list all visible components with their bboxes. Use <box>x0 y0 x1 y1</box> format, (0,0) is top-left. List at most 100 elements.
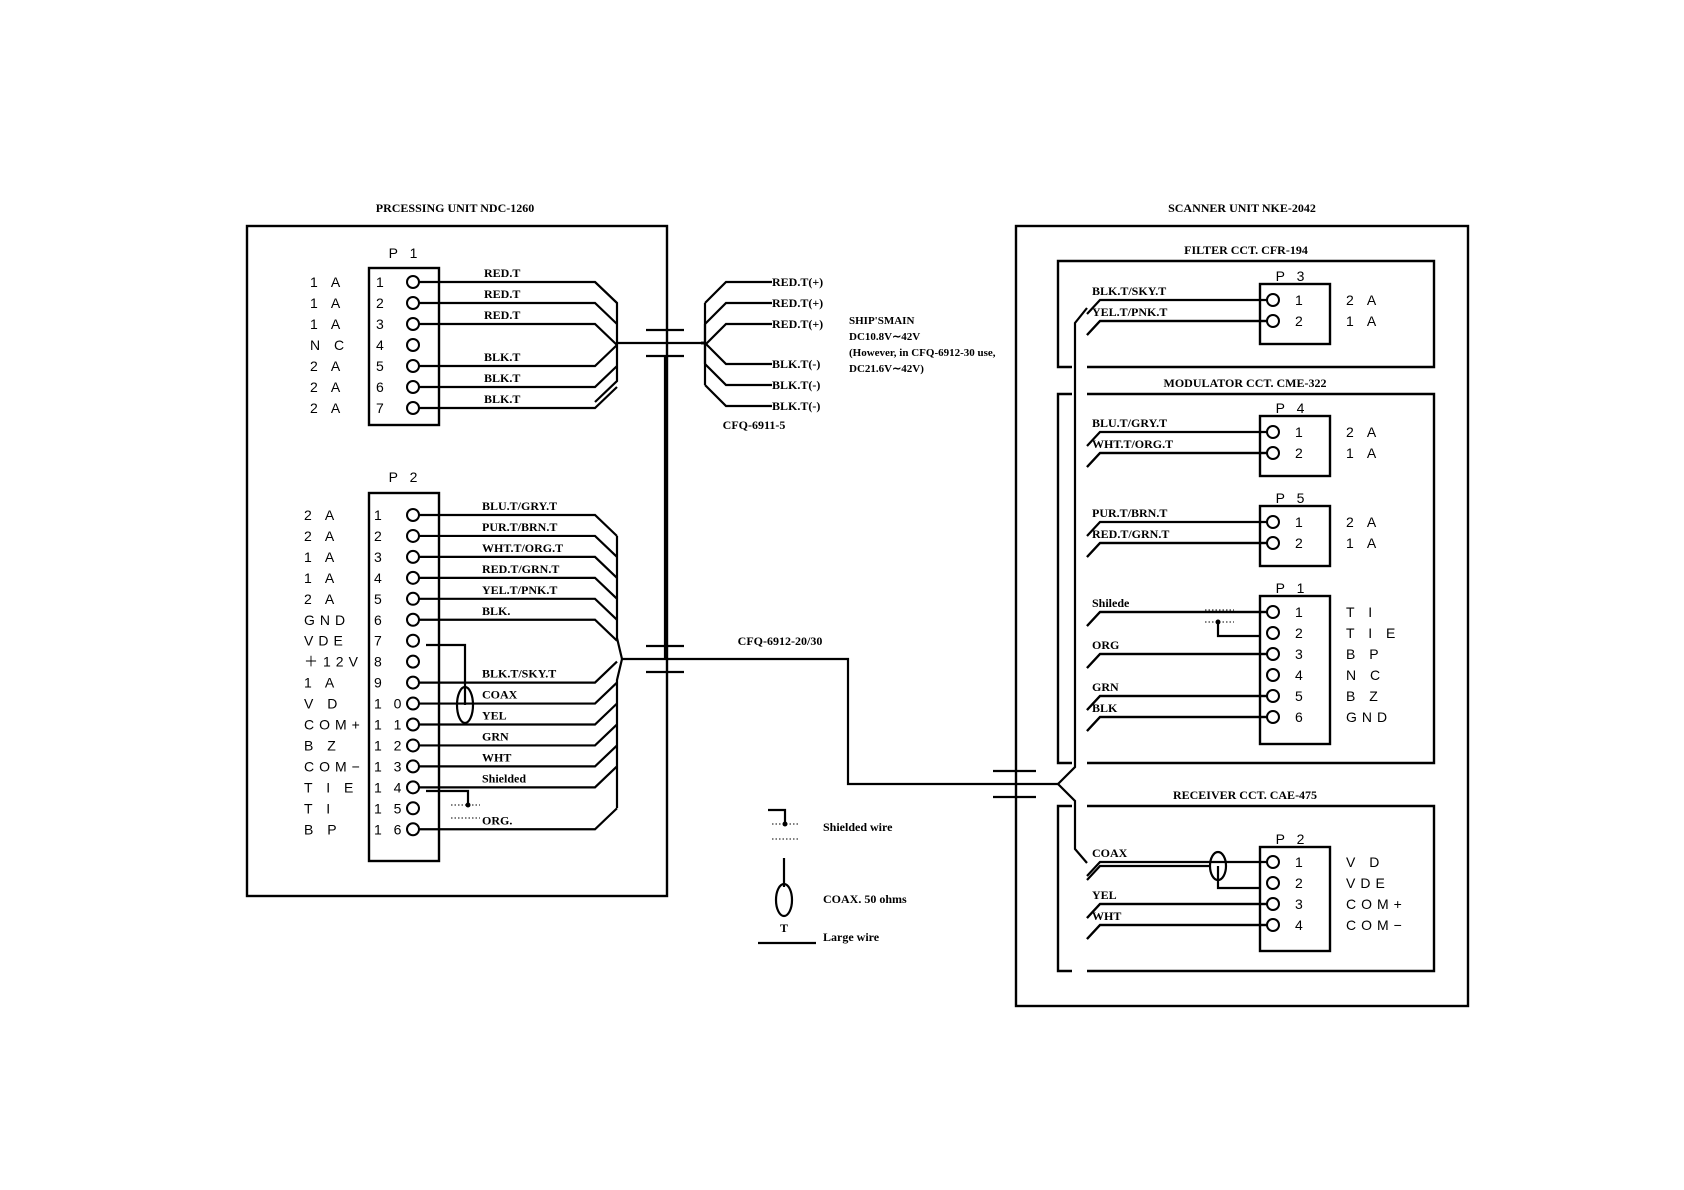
mod-p1-wire <box>1086 652 1267 669</box>
p2-terminal <box>406 654 420 669</box>
mod-p4-signal-label: 2 A <box>1346 424 1381 440</box>
rcv-terminal <box>1266 876 1280 890</box>
rcv-wire-label: YEL <box>1092 888 1117 902</box>
mod-p1-pin-number: 6 <box>1295 709 1307 725</box>
rcv-pin-number: 1 <box>1295 854 1307 870</box>
p2-signal-label: B Z <box>304 737 341 753</box>
p2-pin-number: 1 0 <box>374 696 405 712</box>
rcv-yel-wire <box>1086 902 1267 919</box>
p2-bundle-routing <box>419 513 624 831</box>
p2-pin-number: 1 1 <box>374 717 405 733</box>
p2-signal-label: COM− <box>304 758 365 774</box>
note-line-2: DC10.8V∼42V <box>849 331 920 343</box>
p2-terminal <box>406 801 420 816</box>
p2-wire-label: BLU.T/GRY.T <box>482 499 557 513</box>
power-fanout-wire <box>701 280 772 345</box>
p2-terminal <box>406 508 420 522</box>
mod-p4-label: P 4 <box>1276 400 1309 416</box>
mod-shield-link <box>1216 622 1260 638</box>
p2-signal-label: T I E <box>304 779 358 795</box>
p2-terminal <box>406 759 420 774</box>
mod-p4-wire <box>1086 451 1267 468</box>
power-wire-label: BLK.T(-) <box>772 357 820 371</box>
filter-connector-label: P 3 <box>1276 268 1309 284</box>
mod-p5-pin-number: 2 <box>1295 535 1307 551</box>
filter-wire-label: YEL.T/PNK.T <box>1092 305 1167 319</box>
mod-p5-signal-label: 2 A <box>1346 514 1381 530</box>
p2-wire <box>419 597 618 621</box>
mod-p1-wire <box>1086 610 1267 627</box>
p2-terminal <box>406 528 420 543</box>
p2-terminal <box>406 612 420 627</box>
scanner-trunk-low <box>1057 783 1088 864</box>
receiver-title: RECEIVER CCT. CAE-475 <box>1173 788 1317 802</box>
rcv-wire-label: WHT <box>1092 909 1121 923</box>
shield-link-wire <box>426 789 470 805</box>
mod-p5-terminal <box>1266 515 1280 529</box>
mod-p1-signal-label: GND <box>1346 709 1392 725</box>
legend-large-wire: Large wire <box>823 930 880 944</box>
p2-wire <box>419 660 618 684</box>
mod-p5-signal-label: 1 A <box>1346 535 1381 551</box>
p2-pin-number: 7 <box>374 633 386 649</box>
legend-coax: COAX. 50 ohms <box>823 892 907 906</box>
filter-title: FILTER CCT. CFR-194 <box>1184 243 1308 257</box>
mod-p5-wire <box>1086 520 1267 537</box>
p2-bundle-spine <box>615 536 624 808</box>
p2-terminal <box>406 738 420 753</box>
rcv-wire <box>1086 923 1267 940</box>
mod-p1-signal-label: B Z <box>1346 688 1383 704</box>
p2-wire-label: BLK.T/SKY.T <box>482 667 556 681</box>
mod-p4-wire-label: BLU.T/GRY.T <box>1092 416 1167 430</box>
mod-p4-connector <box>1258 414 1332 478</box>
p2-signal-label: ＋12V <box>304 654 363 670</box>
p2-terminal <box>406 591 420 606</box>
rcv-terminal <box>1266 855 1280 869</box>
mod-p1-signal-label: N C <box>1346 667 1385 683</box>
p1-terminal <box>406 359 420 373</box>
rcv-coax-wire <box>1086 864 1210 881</box>
p1-signal-label: 2 A <box>310 400 345 416</box>
p2-signal-label: GND <box>304 612 350 628</box>
p2-pin-number: 1 2 <box>374 737 405 753</box>
note-line-1: SHIP'SMAIN <box>849 315 914 327</box>
p1-wire <box>419 322 618 346</box>
p2-wire <box>419 534 618 558</box>
p2-wire-label: WHT <box>482 750 511 764</box>
p1-pin-number: 5 <box>376 358 388 374</box>
note-line-3: (However, in CFQ-6912-30 use, <box>849 347 996 359</box>
filter-connector <box>1258 282 1332 346</box>
p1-connector-label: P 1 <box>389 245 422 261</box>
mod-p1-terminal <box>1266 605 1280 619</box>
p1-wire <box>419 365 618 389</box>
receiver-coax-symbol <box>1208 850 1228 882</box>
p2-wire <box>419 681 618 705</box>
legend-shield-line <box>768 808 787 824</box>
mod-p4-terminal <box>1266 425 1280 439</box>
power-wire-label: RED.T(+) <box>772 275 823 289</box>
receiver-coax-link <box>1216 866 1260 890</box>
p2-wire <box>419 744 618 768</box>
filter-wire-label: BLK.T/SKY.T <box>1092 284 1166 298</box>
rcv-wht-wire <box>1086 923 1267 940</box>
p1-connector <box>367 266 441 427</box>
p2-wire <box>419 702 618 726</box>
mod-p1-signal-label: T I E <box>1346 625 1400 641</box>
p1-pin-number: 2 <box>376 295 388 311</box>
p2-wire <box>419 513 618 537</box>
p1-wire <box>419 386 618 410</box>
rcv-signal-label: V D <box>1346 854 1384 870</box>
mod-p1-wire-label: GRN <box>1092 680 1119 694</box>
mod-p1-terminal <box>1266 710 1280 724</box>
mod-p1-terminal <box>1266 689 1280 703</box>
p2-pin-number: 1 3 <box>374 758 405 774</box>
signal-cable-trunk <box>622 657 1058 786</box>
p1-signal-label: 2 A <box>310 379 345 395</box>
p2-pin-number: 1 4 <box>374 779 405 795</box>
receiver-connector-label: P 2 <box>1276 831 1309 847</box>
